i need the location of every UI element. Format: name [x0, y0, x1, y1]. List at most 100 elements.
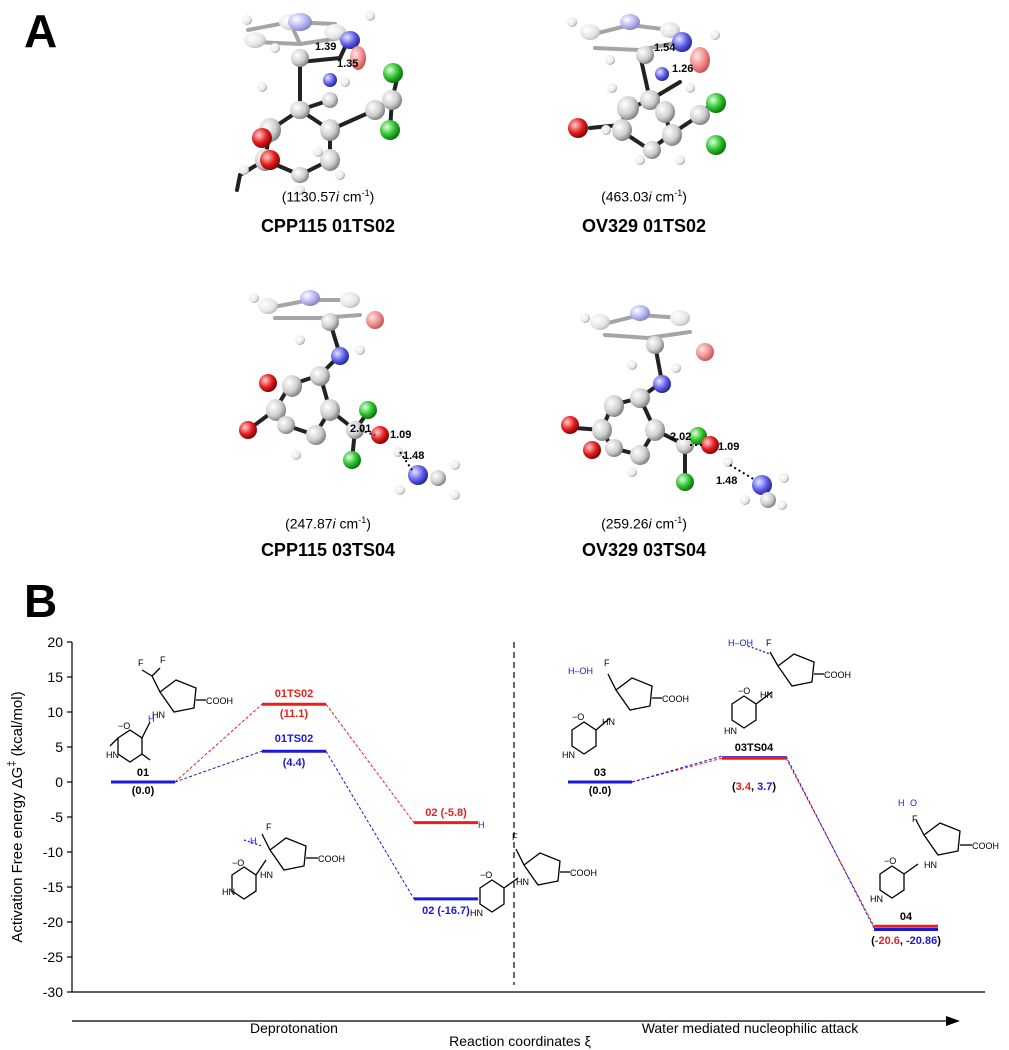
scheme-01ts02 — [231, 833, 318, 900]
distance-labels: 1.39 1.35 1.54 1.26 2.01 1.09 1.48 2.02 … — [315, 41, 739, 487]
y-tick-label: 0 — [55, 774, 63, 790]
svg-text:HN: HN — [222, 887, 235, 897]
chart-axes — [71, 642, 985, 993]
atoms-s4 — [561, 305, 789, 510]
svg-text:−O: −O — [480, 870, 492, 880]
freq-label-1: (1130.57i cm-1) — [281, 188, 375, 205]
dist-label: 1.48 — [716, 475, 737, 487]
scheme-04-text: COOH −O H O HN HN F — [870, 798, 999, 904]
series-layer — [111, 702, 938, 932]
y-tick-label: -15 — [43, 879, 63, 895]
svg-text:COOH: COOH — [824, 670, 851, 680]
freq-label-3: (247.87i cm-1) — [285, 515, 371, 532]
state-label: 01 — [137, 767, 149, 779]
state-label: 01TS02 — [275, 733, 314, 745]
x-axis-label: Reaction coordinates ξ — [449, 1033, 591, 1049]
ts-bonds-s3 — [359, 429, 413, 471]
dist-label: 2.02 — [670, 431, 691, 443]
svg-text:HN: HN — [870, 894, 883, 904]
svg-text:HN: HN — [152, 710, 165, 720]
section-label: Deprotonation — [250, 1020, 338, 1036]
svg-text:HN: HN — [562, 750, 575, 760]
svg-text:F: F — [138, 658, 144, 668]
atoms-s1 — [239, 11, 403, 195]
atoms-s2 — [567, 14, 726, 165]
svg-text:−O: −O — [232, 858, 244, 868]
reaction-arrow-head — [946, 1016, 960, 1026]
state-label: 03 — [594, 767, 606, 779]
svg-text:F: F — [766, 638, 772, 648]
dist-label: 2.01 — [350, 423, 371, 435]
y-tick-label: 5 — [55, 739, 63, 755]
svg-text:−O: −O — [118, 721, 130, 731]
state-value-label: (0.0) — [589, 785, 612, 797]
svg-text:F: F — [160, 655, 166, 665]
state-value-label: (-20.6, -20.86) — [871, 935, 941, 947]
scheme-03-text: COOH −O H–OH HN HN F — [562, 658, 689, 760]
svg-text:H: H — [478, 820, 485, 830]
state-value-label: (3.4, 3.7) — [732, 781, 776, 793]
y-tick-label: -10 — [43, 844, 63, 860]
svg-text:O: O — [910, 798, 917, 808]
scheme-04 — [879, 819, 972, 899]
scheme-03 — [571, 673, 662, 755]
structure-name-4: OV329 03TS04 — [581, 540, 707, 560]
svg-text:HN: HN — [924, 860, 937, 870]
state-value-label: (11.1) — [280, 708, 308, 720]
dist-label: 1.54 — [654, 42, 676, 54]
svg-text:F: F — [266, 822, 272, 832]
svg-text:COOH: COOH — [972, 841, 999, 851]
structure-name-1: CPP115 01TS02 — [260, 216, 396, 236]
freq-label-4: (259.26i cm-1) — [601, 515, 687, 532]
structure-name-2: OV329 01TS02 — [581, 216, 707, 236]
svg-text:HN: HN — [516, 877, 529, 887]
dist-label: 1.39 — [315, 41, 336, 53]
atoms-s3 — [239, 290, 460, 500]
y-tick-label: -5 — [51, 809, 64, 825]
series-connector — [785, 755, 875, 929]
svg-text:−O: −O — [738, 686, 750, 696]
dist-label: 1.26 — [672, 63, 693, 75]
y-tick-label: 15 — [47, 669, 63, 685]
series-connector — [174, 750, 263, 783]
svg-text:HN: HN — [106, 750, 119, 760]
freq-label-2: (463.03i cm-1) — [601, 188, 687, 205]
y-tick-label: -25 — [43, 949, 63, 965]
dist-label: 1.09 — [390, 429, 411, 441]
svg-text:−O: −O — [884, 856, 896, 866]
energy-labels: 01 (0.0) 01TS02 (11.1) 01TS02 (4.4) 02 (… — [132, 688, 942, 947]
svg-text:−O: −O — [572, 712, 584, 722]
series-connector — [174, 703, 263, 783]
series-connector — [325, 704, 415, 823]
svg-text:H–OH: H–OH — [568, 666, 593, 676]
series-connector — [631, 757, 723, 783]
y-tick-label: 10 — [47, 704, 63, 720]
scheme-02-text: COOH −O HN HN H F — [470, 820, 597, 918]
svg-text:H: H — [250, 836, 257, 846]
panel-a-letter: A — [24, 5, 58, 57]
svg-text:HN: HN — [260, 870, 273, 880]
svg-text:HN: HN — [602, 717, 615, 727]
series-connector — [785, 757, 875, 927]
svg-text:COOH: COOH — [570, 868, 597, 878]
svg-text:F: F — [512, 832, 518, 842]
y-axis-label: Activation Free energy ΔG‡ (kcal/mol) — [6, 691, 26, 942]
scheme-02 — [479, 848, 570, 913]
scheme-03ts04 — [731, 645, 824, 729]
scheme-01ts02-text: COOH −O H HN HN F — [222, 822, 345, 897]
series-connector — [325, 750, 415, 900]
svg-text:F: F — [604, 658, 610, 668]
state-label: 02 (-16.7) — [422, 905, 470, 917]
state-value-label: (0.0) — [132, 785, 155, 797]
y-tick-label: 20 — [47, 634, 63, 650]
y-tick-label: -20 — [43, 914, 63, 930]
svg-text:H: H — [898, 798, 905, 808]
scheme-01 — [109, 667, 206, 763]
svg-text:F: F — [912, 814, 918, 824]
section-label: Water mediated nucleophilic attack — [642, 1020, 860, 1036]
dist-label: 1.48 — [403, 450, 424, 462]
